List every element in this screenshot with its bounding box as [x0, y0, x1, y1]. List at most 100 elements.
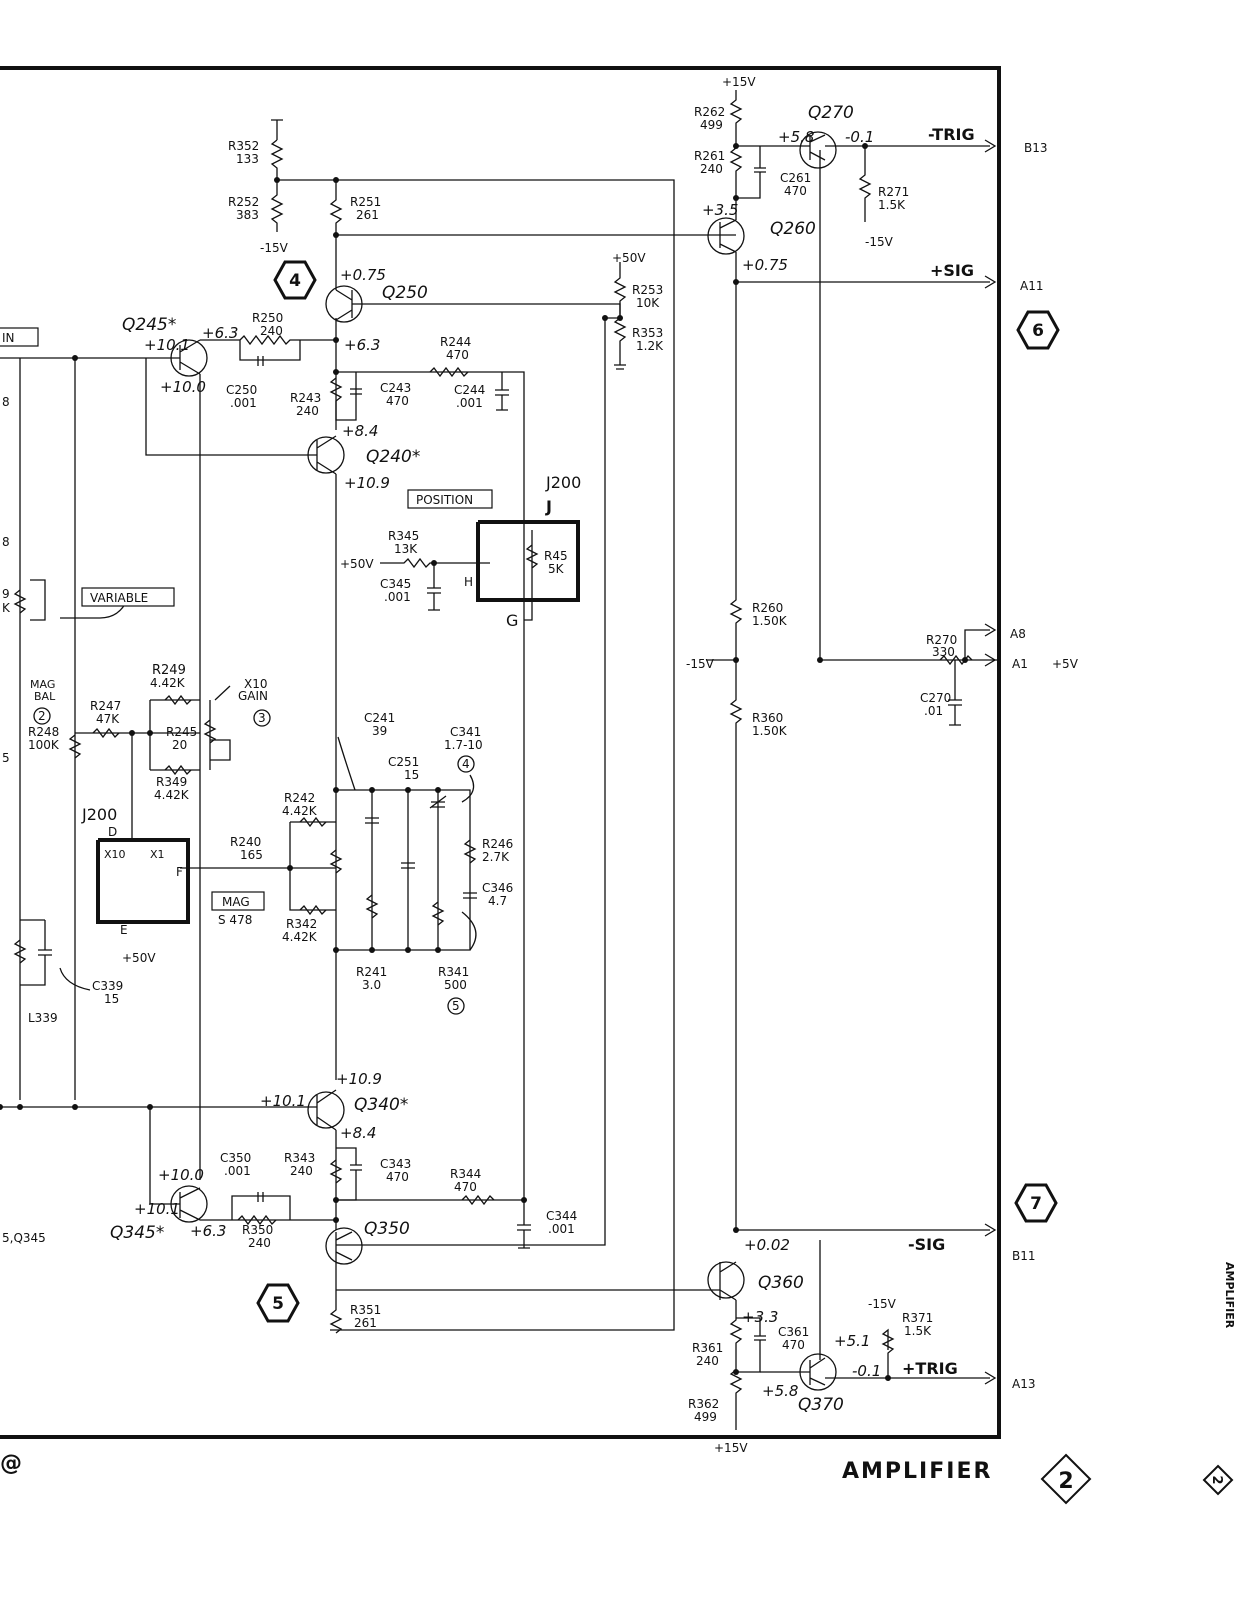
margin-diamond-number: 2 [1209, 1475, 1224, 1484]
v-q260-b: +3.5 [702, 201, 738, 219]
v-q260-e: +0.75 [742, 256, 788, 274]
r351-ref: R351 [350, 1303, 381, 1317]
r361-ref: R361 [692, 1341, 723, 1355]
pin-d: D [108, 825, 117, 839]
supply-m15-a: -15V [260, 241, 289, 255]
r343-val: 240 [290, 1164, 313, 1178]
c350-val: .001 [224, 1164, 251, 1178]
r350-val: 240 [248, 1236, 271, 1250]
r253-ref: R253 [632, 283, 663, 297]
q345-label: Q345* [110, 1223, 164, 1243]
q240-label: Q240* [366, 447, 420, 467]
signal-trig-pos: +TRIG [902, 1359, 958, 1378]
v-q370-e: -0.1 [852, 1362, 881, 1380]
supply-top: +15V [722, 75, 756, 89]
c339-ref: C339 [92, 979, 123, 993]
r271-ref: R271 [878, 185, 909, 199]
r344-ref: R344 [450, 1167, 481, 1181]
diagram-number: 2 [1058, 1469, 1073, 1494]
r243-ref: R243 [290, 391, 321, 405]
r343-ref: R343 [284, 1151, 315, 1165]
supply-p50-b: +50V [340, 557, 374, 571]
circle-3-num: 3 [258, 711, 266, 725]
r250-ref: R250 [252, 311, 283, 325]
c250-ref: C250 [226, 383, 257, 397]
r371-val: 1.5K [904, 1324, 932, 1338]
r240-ref: R240 [230, 835, 261, 849]
c346-val: 4.7 [488, 894, 507, 908]
r349-val: 4.42K [154, 788, 190, 802]
c339-val: 15 [104, 992, 119, 1006]
hex-7-label: 7 [1030, 1194, 1042, 1214]
labels: +15V -15V -15V +50V +50V +50V -15V +5V -… [0, 75, 1236, 1505]
q370-symbol [799, 1353, 837, 1391]
supply-m15-b: -15V [865, 235, 894, 249]
x10-gain-1: X10 [244, 677, 268, 691]
r341-val: 500 [444, 978, 467, 992]
r362-val: 499 [694, 1410, 717, 1424]
mag-bal-2: BAL [34, 690, 56, 703]
r262-val: 499 [700, 118, 723, 132]
c244-ref: C244 [454, 383, 485, 397]
r353-val: 1.2K [636, 339, 664, 353]
c251-val: 15 [404, 768, 419, 782]
c241-ref: C241 [364, 711, 395, 725]
r261-val: 240 [700, 162, 723, 176]
pin-h: H [464, 575, 473, 589]
supply-bottom: +15V [714, 1441, 748, 1455]
control-mag-code: S 478 [218, 913, 252, 927]
pin-e: E [120, 923, 128, 937]
circle-3 [253, 709, 271, 727]
hex-marker-7: 7 [1014, 1183, 1058, 1223]
r244-ref: R244 [440, 335, 471, 349]
v-q245-c: +6.3 [202, 324, 238, 342]
r349-ref: R349 [156, 775, 187, 789]
c270-val: .01 [924, 704, 943, 718]
position-tag-box [407, 489, 493, 509]
circle-5-num: 5 [452, 999, 460, 1013]
circle-4-num: 4 [462, 757, 470, 771]
transistor-symbols [170, 131, 837, 1391]
pin-a11: A11 [1020, 279, 1043, 293]
c343-ref: C343 [380, 1157, 411, 1171]
r342-ref: R342 [286, 917, 317, 931]
control-variable: VARIABLE [90, 591, 148, 605]
r270-ref: R270 [926, 633, 957, 647]
hex-marker-4: 4 [273, 260, 317, 300]
v-q345-b: +10.1 [134, 1200, 180, 1218]
q260-label: Q260 [770, 219, 816, 239]
c344-val: .001 [548, 1222, 575, 1236]
r371-ref: R371 [902, 1311, 933, 1325]
v-q250-e: +6.3 [344, 336, 380, 354]
q250-symbol [325, 285, 363, 323]
c270-ref: C270 [920, 691, 951, 705]
control-mag: MAG [222, 895, 250, 909]
r352-val: 133 [236, 152, 259, 166]
supply-p50-a: +50V [612, 251, 646, 265]
c261-ref: C261 [780, 171, 811, 185]
r351-val: 261 [354, 1316, 377, 1330]
cut-at: @ [0, 1451, 24, 1476]
hex-4-label: 4 [289, 271, 301, 291]
r250-val: 240 [260, 324, 283, 338]
q350-label: Q350 [364, 1219, 410, 1239]
r344-val: 470 [454, 1180, 477, 1194]
c341-val: 1.7-10 [444, 738, 483, 752]
v-q240-c: +8.4 [342, 422, 378, 440]
r252-ref: R252 [228, 195, 259, 209]
v-q340-e: +8.4 [340, 1124, 376, 1142]
c346-ref: C346 [482, 881, 513, 895]
v-q245-e: +10.0 [160, 378, 206, 396]
cut-8a: 8 [2, 395, 10, 409]
q245-label: Q245* [122, 315, 176, 335]
c251-ref: C251 [388, 755, 419, 769]
r261-ref: R261 [694, 149, 725, 163]
q350-symbol [325, 1227, 363, 1265]
circle-5 [447, 997, 465, 1015]
r253-val: 10K [636, 296, 660, 310]
v-q270-e: -0.1 [845, 128, 874, 146]
supply-p50-c: +50V [122, 951, 156, 965]
r360-ref: R360 [752, 711, 783, 725]
v-q240-e: +10.9 [344, 474, 390, 492]
pin-g: G [506, 611, 518, 630]
